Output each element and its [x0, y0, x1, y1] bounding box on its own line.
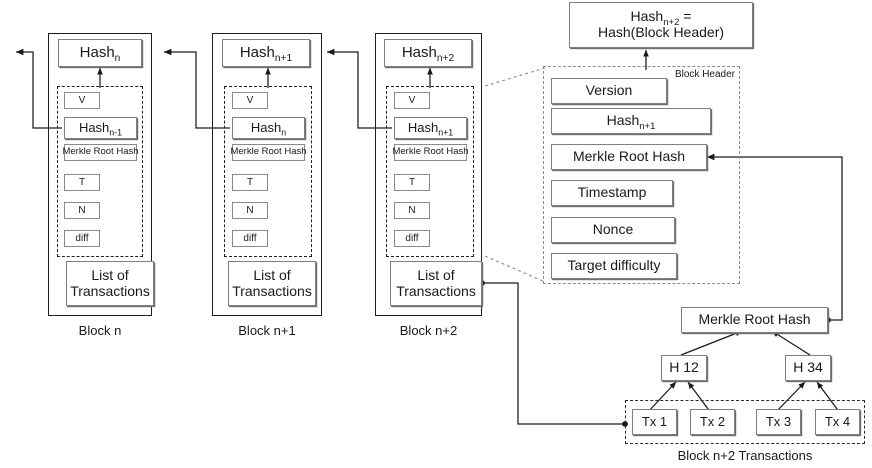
transaction-box-tx3: Tx 3	[756, 409, 801, 435]
block-transactions-box-1: List of Transactions	[228, 261, 316, 306]
merkle-node-h34: H 34	[785, 355, 831, 381]
block-frame-2	[375, 33, 482, 316]
block-field-1-3: T	[232, 174, 268, 191]
block-field-0-4: N	[64, 202, 100, 219]
block-hash-box-2: Hashn+2	[384, 39, 472, 67]
block-frame-0	[48, 33, 152, 316]
hash-formula-line1: Hashn+2 =	[630, 8, 692, 29]
block-hash-label-0: Hashn	[79, 43, 121, 64]
header-field-merkle-root: Merkle Root Hash	[551, 144, 707, 170]
header-field-timestamp: Timestamp	[551, 180, 673, 206]
block-field-0-3: T	[64, 174, 100, 191]
block-frame-1	[212, 33, 322, 316]
block-transactions-box-0: List of Transactions	[66, 261, 154, 306]
block-field-1-4: N	[232, 202, 268, 219]
header-field-target-difficulty: Target difficulty	[551, 253, 677, 279]
block-field-1-5: diff	[232, 230, 268, 247]
transactions-group	[625, 400, 865, 444]
block-field-2-4: N	[394, 202, 430, 219]
block-header-dashed-0	[57, 86, 143, 257]
block-hash-label-1: Hashn+1	[239, 43, 293, 64]
transaction-box-tx1: Tx 1	[632, 409, 677, 435]
block-field-1-1: Hashn	[232, 117, 305, 139]
block-field-2-5: diff	[394, 230, 430, 247]
block-caption-0: Block n	[78, 323, 122, 338]
block-field-2-1: Hashn+1	[394, 117, 467, 139]
block-hash-box-0: Hashn	[58, 39, 142, 67]
merkle-node-h12: H 12	[661, 355, 707, 381]
block-header-panel-label: Block Header	[674, 69, 735, 80]
block-caption-2: Block n+2	[399, 323, 458, 338]
merkle-root-box: Merkle Root Hash	[681, 307, 828, 333]
block-field-0-2: Merkle Root Hash	[62, 144, 139, 161]
hash-formula-line2: Hash(Block Header)	[597, 24, 725, 40]
hash-formula-box: Hashn+2 = Hash(Block Header)	[569, 2, 753, 48]
block-field-0-0: V	[64, 92, 100, 109]
block-header-dashed-1	[224, 86, 312, 257]
block-header-panel	[543, 66, 740, 284]
block-transactions-box-2: List of Transactions	[390, 261, 482, 306]
transaction-box-tx4: Tx 4	[815, 409, 860, 435]
block-field-2-3: T	[394, 174, 430, 191]
block-field-1-2: Merkle Root Hash	[230, 144, 307, 161]
block-field-1-0: V	[232, 92, 268, 109]
header-field-prev-hash: Hashn+1	[551, 108, 711, 134]
block-field-2-2: Merkle Root Hash	[392, 144, 469, 161]
transaction-box-tx2: Tx 2	[690, 409, 735, 435]
transactions-caption: Block n+2 Transactions	[677, 448, 813, 463]
header-field-nonce: Nonce	[551, 217, 675, 243]
block-hash-box-1: Hashn+1	[222, 39, 310, 67]
block-field-0-5: diff	[64, 230, 100, 247]
block-caption-1: Block n+1	[238, 323, 296, 338]
block-field-0-1: Hashn-1	[64, 117, 137, 139]
block-hash-label-2: Hashn+2	[401, 43, 455, 64]
block-header-dashed-2	[386, 86, 474, 257]
header-field-version: Version	[551, 78, 667, 104]
block-field-2-0: V	[394, 92, 430, 109]
